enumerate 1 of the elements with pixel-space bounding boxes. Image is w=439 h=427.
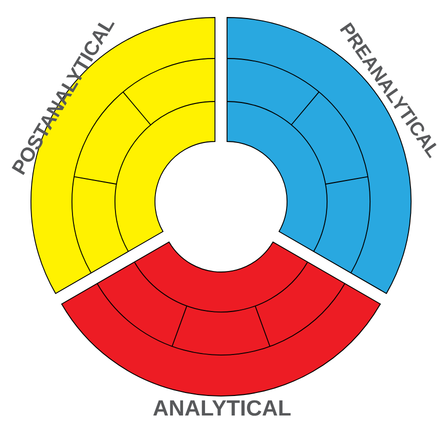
sector-label: ANALYTICAL: [153, 400, 291, 416]
